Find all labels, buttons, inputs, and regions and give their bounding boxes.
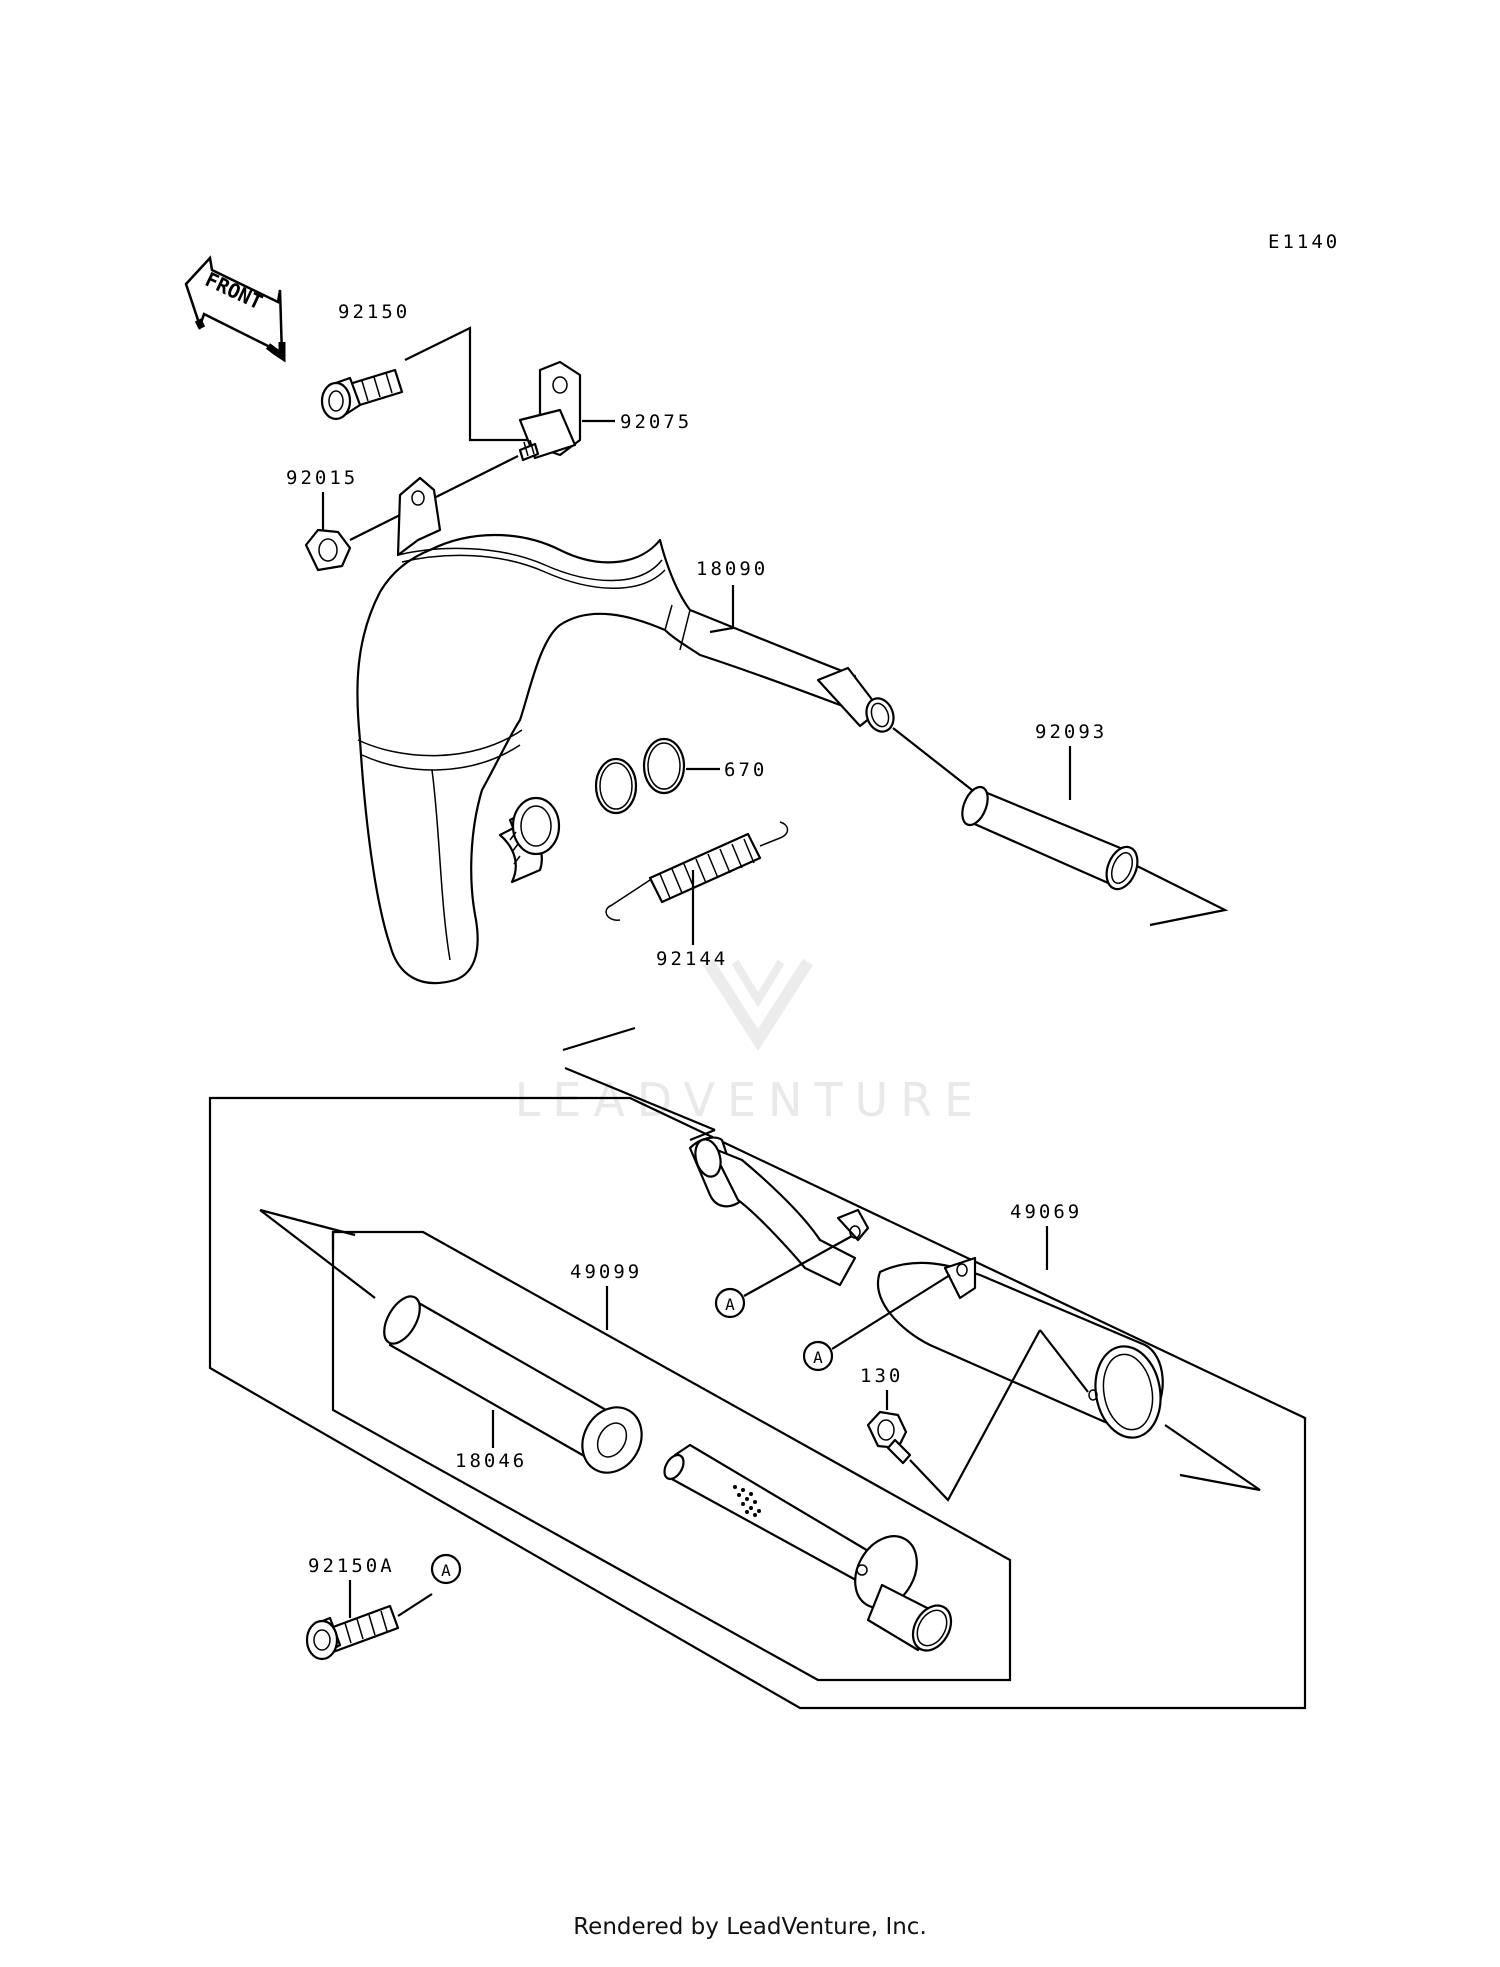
part-label-670[interactable]: 670: [724, 759, 767, 781]
bolt-130-icon[interactable]: [866, 1410, 912, 1465]
part-label-92093[interactable]: 92093: [1035, 721, 1107, 743]
part-label-130[interactable]: 130: [860, 1365, 903, 1387]
part-label-92150[interactable]: 92150: [338, 301, 410, 323]
part-label-92150a[interactable]: 92150A: [308, 1555, 395, 1577]
bracket-92075-icon[interactable]: [518, 360, 582, 462]
inner-core-icon[interactable]: [661, 1443, 959, 1657]
watermark: LEADVENTURE: [515, 958, 986, 1127]
bolt-92150-icon[interactable]: [320, 368, 404, 421]
bolt-92150a-icon[interactable]: [305, 1604, 400, 1661]
diagram-code: E1140: [1268, 231, 1340, 253]
part-label-92144[interactable]: 92144: [656, 948, 728, 970]
ref-marker-a-2-label: A: [813, 1348, 823, 1367]
nut-92015-icon[interactable]: [304, 528, 352, 572]
part-label-49069[interactable]: 49069: [1010, 1201, 1082, 1223]
part-label-49099[interactable]: 49099: [570, 1261, 642, 1283]
tube-92093-icon[interactable]: [957, 783, 1143, 893]
ref-marker-a-1[interactable]: A: [714, 1287, 746, 1319]
part-label-92075[interactable]: 92075: [620, 411, 692, 433]
o-rings-670-icon[interactable]: [594, 737, 686, 815]
front-arrow-icon: FRONT: [184, 255, 286, 363]
ref-marker-a-3[interactable]: A: [430, 1553, 462, 1585]
watermark-text: LEADVENTURE: [515, 1073, 986, 1127]
part-label-18046[interactable]: 18046: [455, 1450, 527, 1472]
ref-marker-a-3-label: A: [441, 1561, 451, 1580]
expansion-chamber-18090-icon[interactable]: [356, 476, 898, 985]
part-label-18090[interactable]: 18090: [696, 558, 768, 580]
part-label-92015[interactable]: 92015: [286, 467, 358, 489]
footer-credit: Rendered by LeadVenture, Inc.: [573, 1914, 927, 1940]
tube-18046-icon[interactable]: [377, 1290, 653, 1483]
spring-92144-icon[interactable]: [605, 821, 789, 921]
ref-marker-a-2[interactable]: A: [802, 1340, 834, 1372]
ref-marker-a-1-label: A: [725, 1295, 735, 1314]
muffler-49069-icon[interactable]: [688, 1136, 1168, 1443]
